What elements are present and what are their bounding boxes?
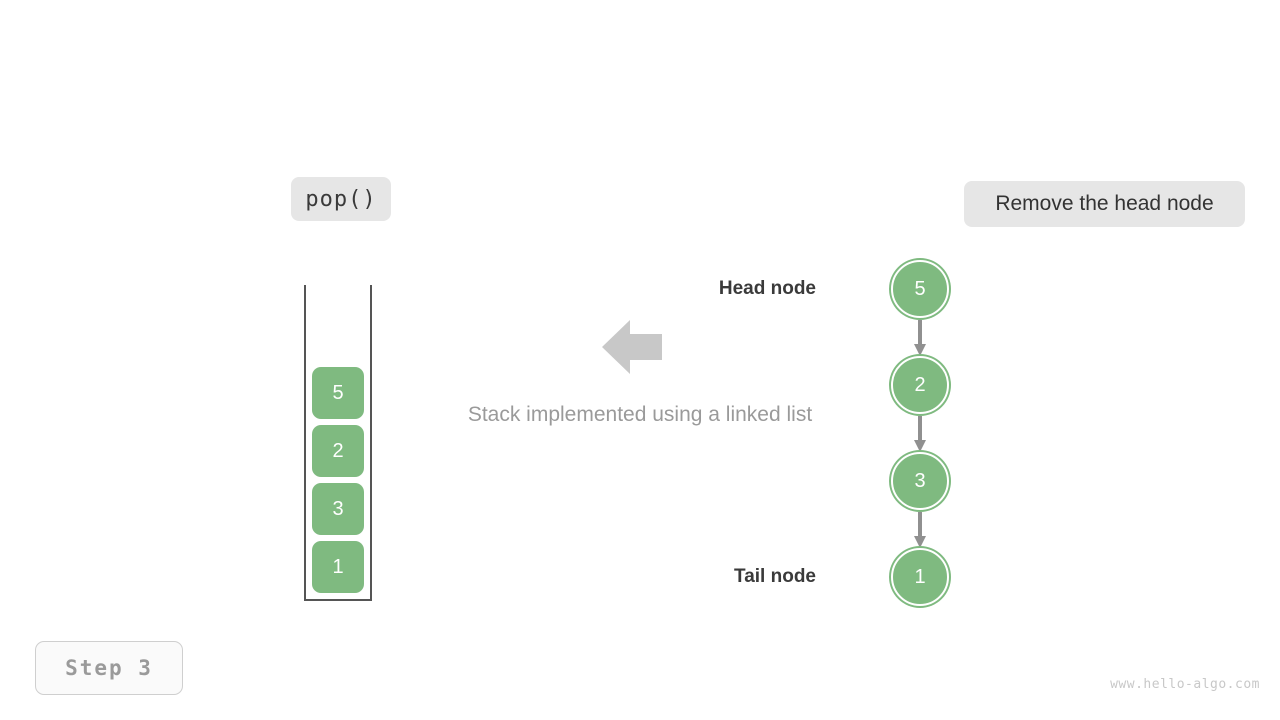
stack-cell: 2 — [312, 425, 364, 477]
action-description-badge: Remove the head node — [964, 181, 1245, 227]
linked-list-node: 2 — [891, 356, 949, 414]
head-node-label: Head node — [718, 278, 816, 299]
stack-cell: 1 — [312, 541, 364, 593]
stack-cell: 3 — [312, 483, 364, 535]
watermark: www.hello-algo.com — [1110, 677, 1260, 692]
linked-list-node: 5 — [891, 260, 949, 318]
linked-list-diagram: 5 2 3 1 — [860, 250, 990, 620]
operation-badge: pop() — [291, 177, 391, 221]
stack-container: 5 2 3 1 — [304, 285, 372, 601]
arrow-down-icon — [914, 512, 926, 548]
diagram-caption: Stack implemented using a linked list — [467, 403, 813, 426]
step-badge: Step 3 — [35, 641, 183, 695]
stack-cell: 5 — [312, 367, 364, 419]
linked-list-node: 3 — [891, 452, 949, 510]
linked-list-node: 1 — [891, 548, 949, 606]
arrow-left-icon — [602, 320, 662, 374]
tail-node-label: Tail node — [734, 566, 816, 587]
arrow-down-icon — [914, 416, 926, 452]
arrow-down-icon — [914, 320, 926, 356]
